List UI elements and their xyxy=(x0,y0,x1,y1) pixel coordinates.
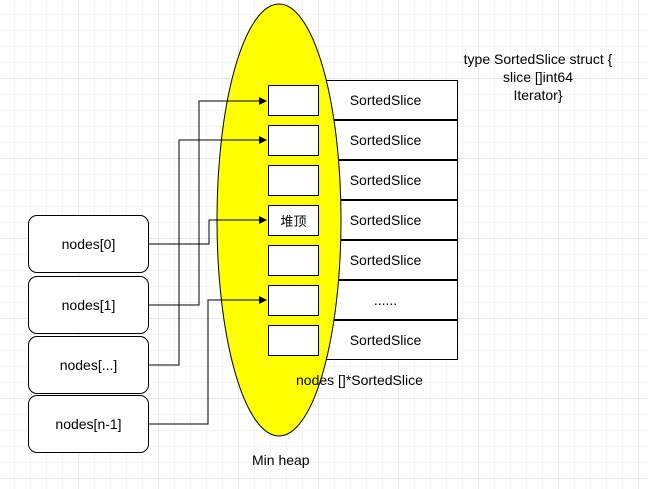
heap-box-0 xyxy=(268,85,319,116)
array-row-label: SortedSlice xyxy=(349,252,422,268)
node-label: nodes[0] xyxy=(61,236,116,252)
node-box-2: nodes[...] xyxy=(28,336,149,394)
arrow-nodeN-to-heap xyxy=(149,136,267,366)
struct-line-2: slice []int64 xyxy=(502,69,574,85)
heap-box-4 xyxy=(268,245,319,276)
struct-line-3: Iterator} xyxy=(513,87,563,103)
node-box-0: nodes[0] xyxy=(28,215,149,273)
heap-top-box: 堆顶 xyxy=(268,205,319,236)
array-row-label: SortedSlice xyxy=(349,332,422,348)
array-row-label: SortedSlice xyxy=(349,132,422,148)
heap-top-label: 堆顶 xyxy=(280,214,307,229)
heap-box-1 xyxy=(268,125,319,156)
node-label: nodes[...] xyxy=(59,357,118,373)
node-box-3: nodes[n-1] xyxy=(28,395,149,453)
array-row-label: ...... xyxy=(373,292,398,308)
heap-box-5 xyxy=(268,285,319,316)
struct-line-1: type SortedSlice struct { xyxy=(463,51,613,67)
arrow-nodeLast-to-heap xyxy=(149,296,267,425)
array-label: nodes []*SortedSlice xyxy=(296,372,423,388)
struct-definition: type SortedSlice struct { slice []int64 … xyxy=(438,50,638,104)
node-label: nodes[1] xyxy=(61,297,116,313)
node-box-1: nodes[1] xyxy=(28,276,149,334)
arrow-node1-to-heap xyxy=(149,97,267,306)
array-row-label: SortedSlice xyxy=(349,172,422,188)
arrow-node0-to-heaptop xyxy=(149,216,267,245)
node-label: nodes[n-1] xyxy=(55,416,122,432)
array-row-label: SortedSlice xyxy=(349,92,422,108)
heap-label: Min heap xyxy=(252,452,310,468)
heap-box-6 xyxy=(268,325,319,356)
heap-box-2 xyxy=(268,165,319,196)
array-row-label: SortedSlice xyxy=(349,212,422,228)
